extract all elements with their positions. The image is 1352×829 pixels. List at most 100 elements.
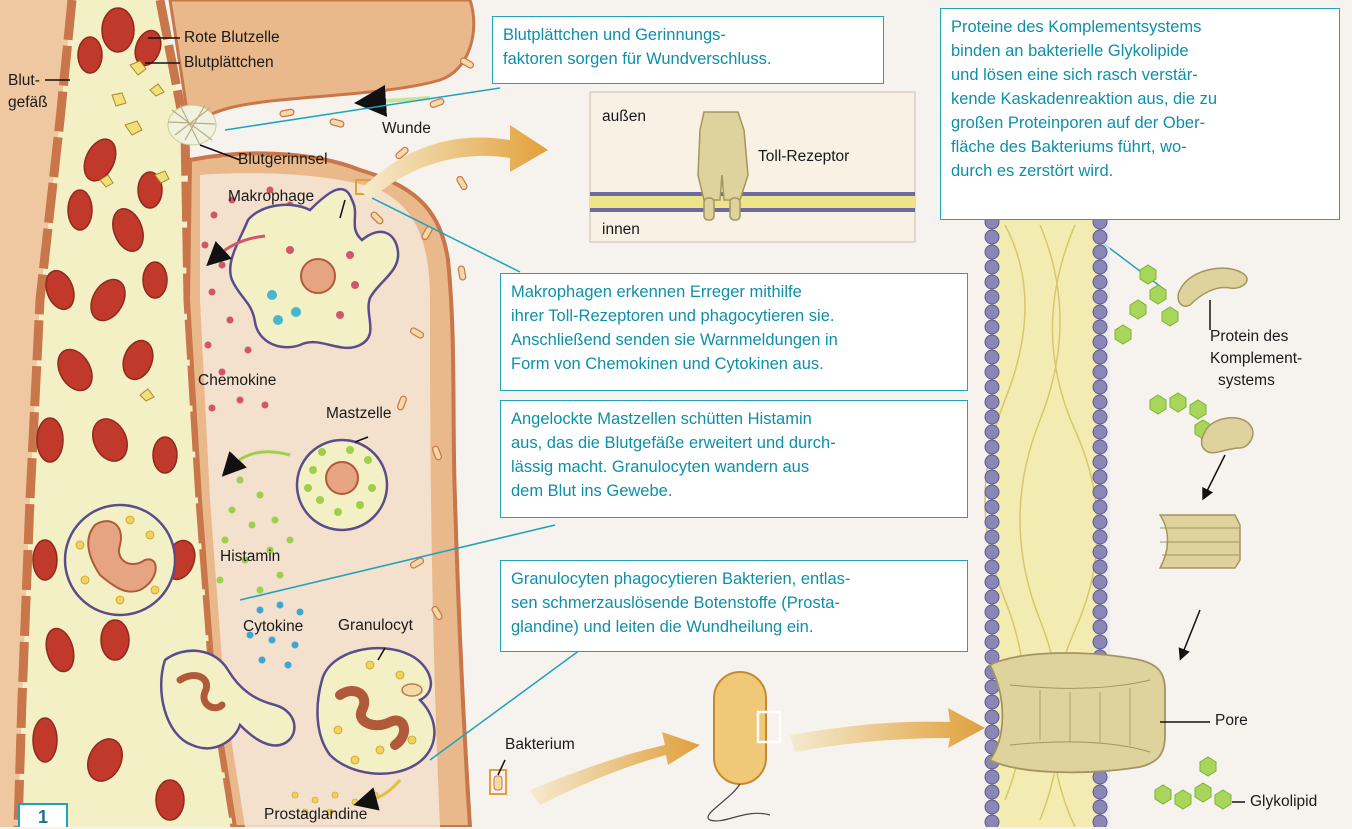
membrane-bead	[1093, 620, 1107, 634]
callout-line: durch es zerstört wird.	[951, 159, 1329, 183]
callout-line: sen schmerzauslösende Botenstoffe (Prost…	[511, 591, 957, 615]
membrane-bead	[985, 380, 999, 394]
label-histamine: Histamin	[220, 548, 280, 566]
membrane-bead	[1093, 815, 1107, 827]
callout-line: lässig macht. Granulocyten wandern aus	[511, 455, 957, 479]
label-complement-protein-line1: Protein des	[1210, 328, 1288, 346]
membrane-bead	[985, 800, 999, 814]
membrane-bead	[985, 260, 999, 274]
membrane-bead	[985, 320, 999, 334]
callout-line: Angelockte Mastzellen schütten Histamin	[511, 407, 957, 431]
membrane-bead	[1093, 470, 1107, 484]
label-red-blood-cell: Rote Blutzelle	[184, 29, 280, 47]
membrane-bead	[1093, 320, 1107, 334]
callout-line: faktoren sorgen für Wundverschluss.	[503, 47, 873, 71]
membrane-bead	[1093, 605, 1107, 619]
callout-line: ihrer Toll-Rezeptoren und phagocytieren …	[511, 304, 957, 328]
membrane-bead	[985, 485, 999, 499]
label-pore: Pore	[1215, 712, 1248, 730]
label-complement-protein-line3: systems	[1218, 372, 1275, 390]
callout-line: Proteine des Komplementsystems	[951, 15, 1329, 39]
label-wound: Wunde	[382, 120, 431, 138]
label-macrophage: Makrophage	[228, 188, 314, 206]
label-complement-protein-line2: Komplement-	[1210, 350, 1302, 368]
callout-granulocytes: Granulocyten phagocytieren Bakterien, en…	[500, 560, 968, 652]
tissue-granulocyte	[317, 648, 434, 774]
label-platelets: Blutplättchen	[184, 54, 274, 72]
membrane-bead	[1093, 635, 1107, 649]
membrane-bead	[985, 425, 999, 439]
label-prostaglandins: Prostaglandine	[264, 806, 367, 824]
callout-line: und lösen eine sich rasch verstär-	[951, 63, 1329, 87]
membrane-bead	[985, 410, 999, 424]
callout-complement-system: Proteine des Komplementsystems binden an…	[940, 8, 1340, 220]
membrane-bead	[1093, 350, 1107, 364]
callout-line: großen Proteinporen auf der Ober-	[951, 111, 1329, 135]
callout-line: Makrophagen erkennen Erreger mithilfe	[511, 280, 957, 304]
membrane-bead	[985, 305, 999, 319]
membrane-bead	[1093, 425, 1107, 439]
membrane-bead	[1093, 290, 1107, 304]
membrane-bead	[1093, 785, 1107, 799]
callout-mast-cells: Angelockte Mastzellen schütten Histamin …	[500, 400, 968, 518]
callout-line: Blutplättchen und Gerinnungs-	[503, 23, 873, 47]
membrane-bead	[1093, 410, 1107, 424]
membrane-bead	[985, 290, 999, 304]
membrane-bead	[985, 545, 999, 559]
membrane-bead	[1093, 560, 1107, 574]
membrane-bead	[985, 470, 999, 484]
label-bacterium: Bakterium	[505, 736, 575, 754]
membrane-bead	[985, 785, 999, 799]
membrane-bead	[1093, 800, 1107, 814]
membrane-bead	[1093, 440, 1107, 454]
membrane-bead	[985, 710, 999, 724]
inset-label-inside: innen	[602, 221, 640, 239]
membrane-bead	[985, 440, 999, 454]
membrane-bead	[985, 530, 999, 544]
callout-line: kende Kaskadenreaktion aus, die zu	[951, 87, 1329, 111]
label-chemokines: Chemokine	[198, 372, 276, 390]
label-blood-vessel-line2: gefäß	[8, 94, 48, 112]
membrane-bead	[985, 725, 999, 739]
label-glycolipid: Glykolipid	[1250, 793, 1317, 811]
membrane-bead	[1093, 230, 1107, 244]
membrane-bead	[985, 455, 999, 469]
membrane-bead	[1093, 395, 1107, 409]
membrane-bead	[985, 770, 999, 784]
inset-label-outside: außen	[602, 108, 646, 126]
label-cytokines: Cytokine	[243, 618, 303, 636]
label-mast-cell: Mastzelle	[326, 405, 391, 423]
pore-complex	[990, 653, 1165, 772]
callout-line: fläche des Bakteriums führt, wo-	[951, 135, 1329, 159]
membrane-bead	[985, 335, 999, 349]
membrane-bead	[985, 815, 999, 827]
arrow-to-membrane	[790, 708, 985, 752]
membrane-bead	[985, 560, 999, 574]
membrane-bead	[985, 365, 999, 379]
membrane-bead	[985, 575, 999, 589]
membrane-bead	[1093, 515, 1107, 529]
membrane-bead	[1093, 455, 1107, 469]
membrane-bead	[1093, 365, 1107, 379]
inset-label-toll-receptor: Toll-Rezeptor	[758, 148, 849, 166]
membrane-bead	[985, 635, 999, 649]
membrane-bead	[985, 605, 999, 619]
membrane-bead	[1093, 260, 1107, 274]
membrane-bead	[1093, 500, 1107, 514]
membrane-bead	[1093, 575, 1107, 589]
membrane-bead	[1093, 335, 1107, 349]
callout-line: dem Blut ins Gewebe.	[511, 479, 957, 503]
membrane-bead	[985, 350, 999, 364]
membrane-bead	[1093, 380, 1107, 394]
membrane-bead	[1093, 305, 1107, 319]
membrane-bead	[985, 515, 999, 529]
membrane-bead	[985, 245, 999, 259]
callout-line: aus, das die Blutgefäße erweitert und du…	[511, 431, 957, 455]
membrane-bead	[1093, 590, 1107, 604]
label-blood-vessel-line1: Blut-	[8, 72, 40, 90]
callout-macrophages: Makrophagen erkennen Erreger mithilfe ih…	[500, 273, 968, 391]
callout-wound-closure: Blutplättchen und Gerinnungs- faktoren s…	[492, 16, 884, 84]
membrane-bead	[1093, 275, 1107, 289]
callout-line: Form von Chemokinen und Cytokinen aus.	[511, 352, 957, 376]
blood-clot-shape	[168, 105, 216, 145]
